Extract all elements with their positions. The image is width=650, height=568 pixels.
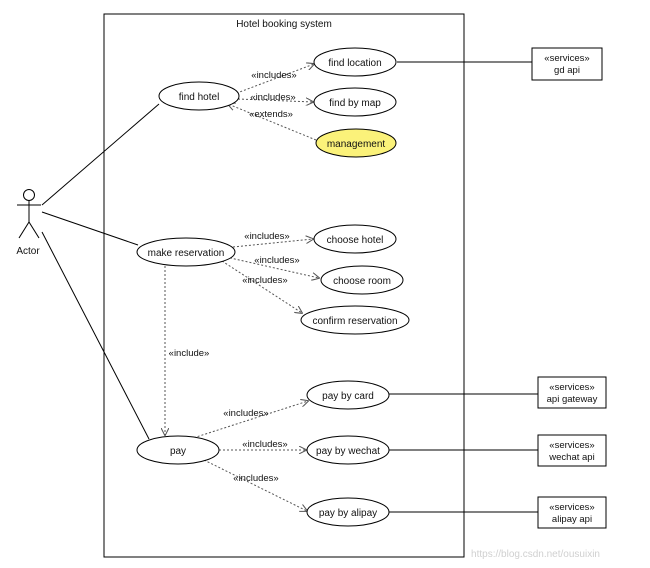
service-box-wechat-api[interactable]: «services» wechat api [537,434,607,467]
rel-label-includes-card: «includes» [223,408,268,419]
use-case-label: find by map [329,98,381,109]
use-case-label: pay [170,446,186,457]
rel-label-includes-choose-hotel: «includes» [244,231,289,242]
use-case-label: find location [328,58,381,69]
use-case-pay-by-card[interactable]: pay by card [306,380,390,410]
dep-find-hotel-find-by-map [237,99,313,102]
rel-label-includes-location: «includes» [251,70,296,81]
use-case-choose-hotel[interactable]: choose hotel [313,224,397,254]
dep-pay-card [189,401,308,440]
use-case-management[interactable]: management [315,128,397,158]
use-case-pay-by-wechat[interactable]: pay by wechat [306,435,390,465]
association-actor-pay [41,231,150,440]
service-box-api-gateway[interactable]: «services» api gateway [537,376,607,409]
actor-figure[interactable] [17,189,41,239]
use-case-make-reservation[interactable]: make reservation [136,237,236,267]
rel-label-includes-choose-room: «includes» [254,255,299,266]
rel-label-include-pay: «include» [169,348,210,359]
rel-label-includes-wechat: «includes» [242,439,287,450]
use-case-label: pay by card [322,391,374,402]
use-case-label: find hotel [179,92,220,103]
use-case-label: pay by alipay [319,508,377,519]
rel-label-extends-management: «extends» [249,109,293,120]
service-box-alipay-api[interactable]: «services» alipay api [537,496,607,529]
use-case-choose-room[interactable]: choose room [320,265,404,295]
rel-label-includes-map: «includes» [250,92,295,103]
service-stereotype: «services» [549,382,594,393]
use-case-label: management [327,139,386,150]
dep-find-hotel-find-location [228,64,314,97]
system-boundary [103,13,465,558]
actor-label: Actor [16,246,40,257]
service-name: alipay api [552,514,592,525]
use-case-find-by-map[interactable]: find by map [313,87,397,117]
service-name: api gateway [547,394,598,405]
use-case-label: confirm reservation [312,316,397,327]
use-case-confirm-reservation[interactable]: confirm reservation [300,305,410,335]
use-case-label: choose hotel [327,235,384,246]
use-case-find-location[interactable]: find location [313,47,397,77]
rel-label-includes-confirm: «includes» [242,275,287,286]
rel-label-includes-alipay: «includes» [233,473,278,484]
service-stereotype: «services» [549,440,594,451]
use-case-find-hotel[interactable]: find hotel [158,81,240,111]
service-stereotype: «services» [544,53,589,64]
dep-pay-alipay [203,459,307,511]
service-name: gd api [554,65,580,76]
use-case-label: choose room [333,276,391,287]
use-case-label: pay by wechat [316,446,380,457]
use-case-label: make reservation [148,248,225,259]
system-title: Hotel booking system [236,19,332,30]
management-ellipse [315,128,397,158]
service-stereotype: «services» [549,502,594,513]
association-actor-make-reservation [41,211,139,246]
service-name: wechat api [548,452,594,463]
use-case-pay[interactable]: pay [136,435,220,465]
service-box-gd-api[interactable]: «services» gd api [531,47,603,81]
association-actor-find-hotel [41,103,160,206]
use-case-pay-by-alipay[interactable]: pay by alipay [306,497,390,527]
dep-reservation-choose-hotel [232,239,313,248]
watermark: https://blog.csdn.net/ousuixin [471,549,600,560]
